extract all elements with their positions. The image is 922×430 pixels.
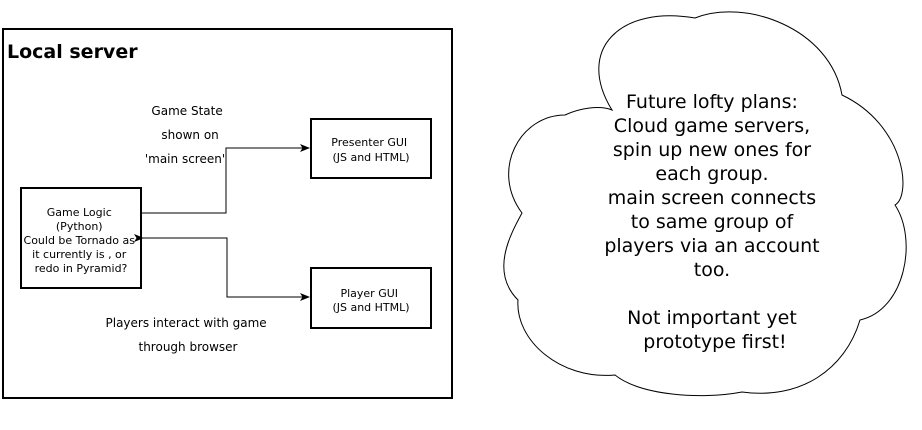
- game-logic-line-4: it currently is , or: [32, 248, 127, 261]
- local-server-title: Local server: [7, 41, 138, 63]
- player-gui-line-1: Player GUI: [340, 287, 398, 300]
- presenter-gui-node: Presenter GUI (JS and HTML): [310, 118, 432, 179]
- presenter-gui-text: Presenter GUI (JS and HTML): [331, 136, 410, 164]
- cloud-line-3: spin up new ones for: [613, 139, 811, 161]
- presenter-gui-line-2: (JS and HTML): [332, 151, 409, 164]
- game-state-label-line-1: Game State: [151, 104, 222, 118]
- game-state-label: Game State shown on 'main screen': [145, 104, 227, 166]
- cloud-line-10: Not important yet: [627, 307, 797, 329]
- edge-logic-to-presenter: [141, 144, 310, 214]
- players-interact-label: Players interact with game through brows…: [106, 316, 271, 354]
- cloud-line-2: Cloud game servers,: [614, 115, 810, 137]
- presenter-gui-line-1: Presenter GUI: [331, 136, 407, 149]
- player-gui-line-2: (JS and HTML): [332, 301, 409, 314]
- players-interact-label-line-1: Players interact with game: [106, 316, 267, 330]
- future-plans-cloud: Future lofty plans: Cloud game servers, …: [503, 11, 907, 397]
- game-logic-text: Game Logic (Python) Could be Tornado as …: [24, 206, 139, 275]
- cloud-line-6: to same group of: [631, 211, 795, 233]
- game-logic-line-3: Could be Tornado as: [24, 234, 136, 247]
- cloud-line-5: main screen connects: [608, 187, 816, 209]
- edge-logic-player-bidirectional: [134, 234, 310, 301]
- cloud-line-8: too.: [694, 259, 730, 281]
- cloud-line-4: each group.: [655, 163, 768, 185]
- cloud-line-11: prototype first!: [643, 331, 786, 353]
- cloud-line-7: players via an account: [604, 235, 819, 257]
- cloud-shape: [503, 11, 907, 397]
- game-logic-line-1: Game Logic: [47, 206, 112, 219]
- game-state-label-line-2: shown on: [161, 128, 218, 142]
- cloud-line-1: Future lofty plans:: [626, 91, 798, 113]
- game-state-label-line-3: 'main screen': [145, 152, 225, 166]
- game-logic-node: Game Logic (Python) Could be Tornado as …: [20, 187, 142, 289]
- game-logic-line-2: (Python): [56, 220, 103, 233]
- cloud-text: Future lofty plans: Cloud game servers, …: [604, 91, 825, 353]
- players-interact-label-line-2: through browser: [139, 340, 238, 354]
- player-gui-node: Player GUI (JS and HTML): [310, 267, 432, 329]
- game-logic-line-5: redo in Pyramid?: [35, 262, 128, 275]
- player-gui-text: Player GUI (JS and HTML): [332, 287, 409, 314]
